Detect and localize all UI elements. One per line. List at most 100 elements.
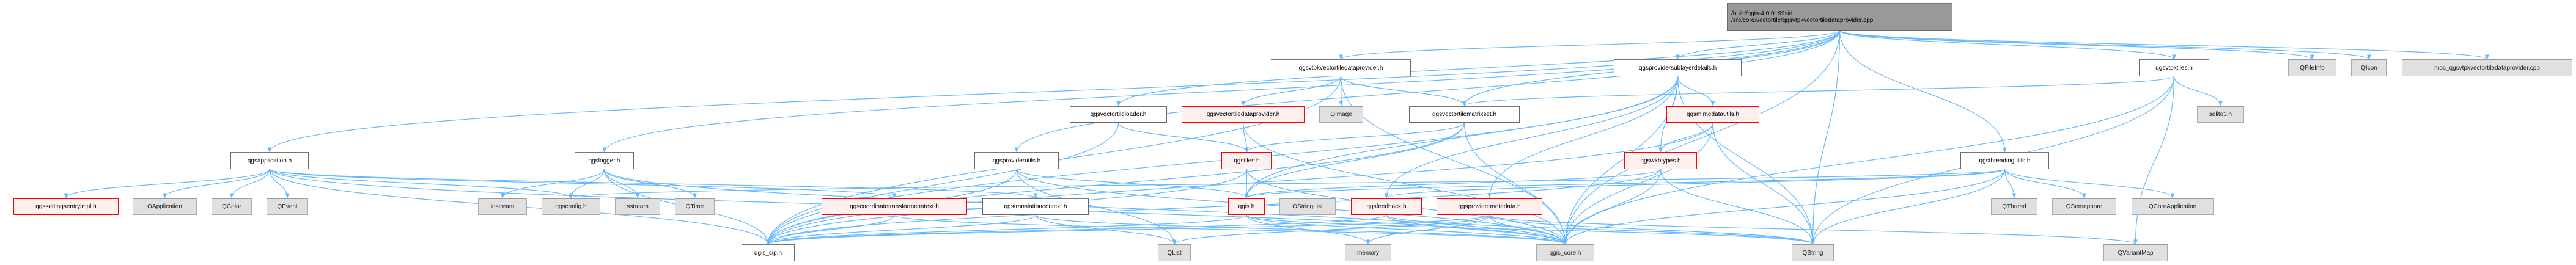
edge-root-to-qgslogger (602, 30, 1841, 153)
node-qevent[interactable]: QEvent (267, 198, 308, 215)
edge-qgsvectortilematrixset-to-qgis_core (1463, 122, 1567, 245)
edge-qgsfeedback-to-qgis_core (1386, 214, 1567, 245)
node-qgsprovidersublayerdetails[interactable]: qgsprovidersublayerdetails.h (1614, 59, 1742, 76)
edge-qgslogger-to-qgsconfig (569, 169, 605, 198)
edge-qgsfeedback-to-qgis_sip (766, 214, 1387, 245)
node-qgsconfig[interactable]: qgsconfig.h (542, 198, 600, 215)
node-qgstiles[interactable]: qgstiles.h (1221, 152, 1272, 169)
edge-qgstranslationcontext-to-qgis_sip (766, 214, 1036, 245)
node-qgsthreadingutils[interactable]: qgsthreadingutils.h (1960, 152, 2049, 169)
node-qstringlist[interactable]: QStringList (1279, 198, 1336, 215)
edge-qgsthreadingutils-to-qgsconfig (569, 169, 2006, 198)
node-qgsproviderutils[interactable]: qgsproviderutils.h (974, 152, 1059, 169)
edge-qgsmimedatautils-to-QString (1712, 122, 1815, 245)
edge-qgsvectortilematrixset-to-qgis (1244, 122, 1465, 198)
node-qapplication[interactable]: QApplication (133, 198, 197, 215)
node-qgis[interactable]: qgis.h (1228, 198, 1265, 215)
edge-qgsapplication-to-QColor (229, 169, 270, 198)
edge-qgswkbtypes-to-qgis (1244, 169, 1662, 198)
edge-qgsthreadingutils-to-QCoreApplication (2004, 169, 2175, 198)
node-qsemaphore[interactable]: QSemaphore (2052, 198, 2116, 215)
node-qimage[interactable]: QImage (1319, 106, 1363, 123)
edge-qgsprovidersublayerdetails-to-qgsfeedback (1384, 76, 1679, 198)
edge-qgsprovidermetadata-to-memory (1366, 214, 1490, 245)
node-qicon[interactable]: QIcon (2351, 59, 2387, 76)
node-memory[interactable]: memory (1345, 244, 1391, 261)
node-qgssettingsentryimpl[interactable]: qgssettingsentryimpl.h (13, 198, 119, 215)
edge-qgsvtpktiles-to-qgsvectortilematrixset (1462, 76, 2175, 106)
node-qgsvtpktiles[interactable]: qgsvtpktiles.h (2139, 59, 2209, 76)
edge-qgslogger-to-iostream (500, 169, 605, 198)
edge-qgstranslationcontext-to-qgis_core (1035, 214, 1567, 245)
edge-qgsprovidersublayerdetails-to-QString (1677, 76, 1815, 245)
node-qcoreapplication[interactable]: QCoreApplication (2132, 198, 2214, 215)
node-qgis-core[interactable]: qgis_core.h (1536, 244, 1594, 261)
node-iostream[interactable]: iostream (478, 198, 527, 215)
edge-root-to-QString (1811, 30, 1841, 245)
node-qvariantmap[interactable]: QVariantMap (2103, 244, 2168, 261)
edge-qgsmimedatautils-to-qgis_sip (766, 122, 1713, 245)
edge-qgsprovidermetadata-to-QString (1489, 214, 1815, 245)
node-qtime[interactable]: QTime (675, 198, 715, 215)
edge-qgsfeedback-to-QString (1386, 214, 1815, 245)
node-qgsvectortiledataprovider[interactable]: qgsvectortiledataprovider.h (1182, 106, 1305, 123)
edge-qgsapplication-to-qgsconfig (269, 169, 573, 198)
edge-qgsprovidersublayerdetails-to-qgsprovidermetadata (1487, 76, 1679, 198)
node-sstream[interactable]: sstream (615, 198, 660, 215)
edge-qgsvtpkvectortiledataprovider-to-qgsvectortilematrixset (1340, 76, 1466, 106)
edge-qgsthreadingutils-to-qgis_core (1563, 169, 2006, 245)
node-qfileinfo[interactable]: QFileInfo (2288, 59, 2336, 76)
node-qcolor[interactable]: QColor (212, 198, 252, 215)
edge-qgsapplication-to-qgssettingsentryimpl (64, 169, 270, 198)
edge-qgsthreadingutils-to-QThread (2004, 169, 2017, 198)
edge-qgslogger-to-QTime (603, 169, 697, 198)
node-qlist[interactable]: QList (1158, 244, 1191, 261)
edge-qgsprovidermetadata-to-qgis_core (1489, 214, 1567, 245)
edge-qgis-to-QString (1246, 214, 1815, 245)
edge-root-to-qgsvtpktiles (1839, 30, 2176, 60)
edge-qgsprovidersublayerdetails-to-qgsmimedatautils (1677, 76, 1715, 106)
edge-root-to-qgsthreadingutils (1839, 30, 2007, 153)
node-qgswkbtypes[interactable]: qgswkbtypes.h (1624, 152, 1697, 169)
edge-qgsvectortileloader-to-qgis_sip (766, 122, 1119, 245)
edge-qgsprovidermetadata-to-QVariantMap (1489, 214, 2138, 245)
edge-qgis-to-memory (1246, 214, 1371, 245)
edge-root-to-QFileInfo (1839, 30, 2314, 60)
node-qgsvectortilematrixset[interactable]: qgsvectortilematrixset.h (1409, 106, 1520, 123)
node-qgis-sip[interactable]: qgis_sip.h (742, 244, 795, 261)
node-qgsfeedback[interactable]: qgsfeedback.h (1351, 198, 1422, 215)
edge-root-to-qgsvectortileloader (1116, 30, 1841, 106)
node-qgstranslationcontext[interactable]: qgstranslationcontext.h (982, 198, 1089, 215)
edge-qgswkbtypes-to-qgis_core (1563, 169, 1662, 245)
node-qgsmimedatautils[interactable]: qgsmimedatautils.h (1666, 106, 1759, 123)
edge-qgswkbtypes-to-QString (1660, 169, 1815, 245)
edge-root-to-qgsproviderutils (1014, 30, 1841, 153)
node-qgsprovidermetadata[interactable]: qgsprovidermetadata.h (1437, 198, 1542, 215)
edge-qgsapplication-to-qgstranslationcontext (269, 169, 1037, 198)
node-sqlite3[interactable]: sqlite3.h (2197, 106, 2244, 123)
edge-qgstiles-to-qgis (1244, 169, 1249, 198)
node-qstring[interactable]: QString (1792, 244, 1834, 261)
edge-root-to-qgsvtpkvectortiledataprovider (1339, 30, 1841, 60)
edge-qgsprovidermetadata-to-QList (1172, 214, 1490, 245)
node-moc[interactable]: moc_qgsvtpkvectortiledataprovider.cpp (2402, 59, 2572, 76)
node-qgslogger[interactable]: qgslogger.h (575, 152, 634, 169)
edge-qgsprovidermetadata-to-qgis_sip (766, 214, 1490, 245)
edge-qgsapplication-to-QEvent (269, 169, 290, 198)
edge-qgsvtpkvectortiledataprovider-to-qgsvectortiledataprovider (1241, 76, 1342, 106)
edge-qgsvectortileloader-to-qgstiles (1117, 122, 1249, 153)
edge-qgstranslationcontext-to-QList (1035, 214, 1177, 245)
edge-qgsvtpktiles-to-sqlite3 (2173, 76, 2223, 106)
node-qthread[interactable]: QThread (1991, 198, 2037, 215)
root-file-node[interactable]: /build/qgis-4.0.0+99sid /src/core/vector… (1727, 3, 1952, 31)
node-qgsapplication[interactable]: qgsapplication.h (230, 152, 309, 169)
edge-qgsproviderutils-to-qgis (1016, 169, 1249, 198)
edge-root-to-qgsapplication (267, 30, 1841, 153)
edge-qgsvtpktiles-to-qgis_core (1563, 76, 2175, 245)
node-qgscoordinatetransformcontext[interactable]: qgscoordinatetransformcontext.h (822, 198, 967, 215)
edge-qgsvtpktiles-to-QVariantMap (2133, 76, 2175, 245)
node-qgsvtpkvectortiledataprovider[interactable]: qgsvtpkvectortiledataprovider.h (1271, 59, 1411, 76)
edge-qgscoordinatetransformcontext-to-qgis_core (894, 214, 1567, 245)
node-qgsvectortileloader[interactable]: qgsvectortileloader.h (1070, 106, 1167, 123)
